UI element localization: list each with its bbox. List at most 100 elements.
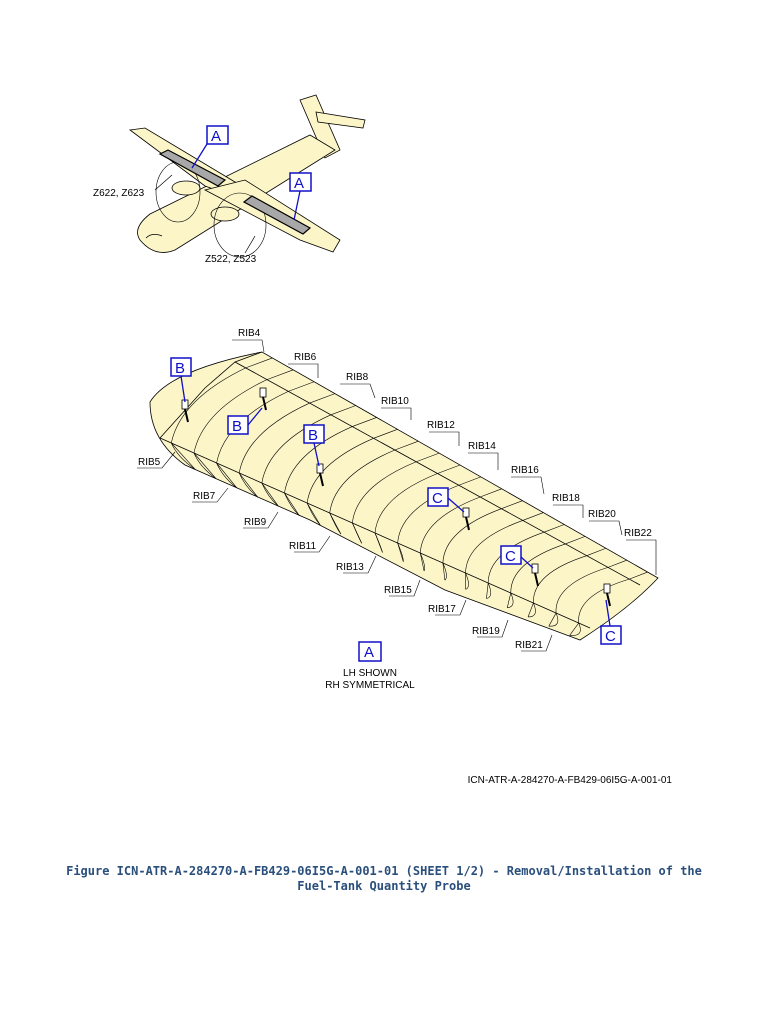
rib-label: RIB18 [552, 493, 580, 504]
fuel-quantity-probes [181, 387, 611, 607]
callout-b1-box [170, 357, 192, 377]
wing-rib [374, 464, 461, 553]
view-ref-box [358, 641, 382, 662]
wing-rib [397, 476, 481, 562]
wing-rib-lower [261, 482, 279, 507]
callout-a1-leader [191, 143, 208, 169]
callout-c3-box [600, 625, 622, 645]
rib-label: RIB16 [511, 465, 539, 476]
rib-label: RIB13 [336, 562, 364, 573]
wing-rib-lower [486, 582, 492, 599]
root-rib [159, 351, 263, 439]
rib-leader [343, 555, 377, 574]
wing-rib [569, 571, 648, 636]
rib-leader [340, 383, 376, 399]
caption-line-2: Fuel-Tank Quantity Probe [297, 879, 471, 893]
probe-head [462, 507, 470, 518]
rib-leader [381, 407, 412, 420]
left-nacelle [171, 180, 201, 196]
wing-rib [419, 488, 502, 571]
wing-rib [170, 357, 273, 470]
callout-c1-letter: C [432, 490, 443, 507]
callout-b2-leader [247, 407, 263, 426]
probe-tube [606, 592, 611, 607]
wing-rib [352, 452, 440, 544]
callout-b1-leader [180, 375, 186, 403]
rib-leader [468, 452, 499, 470]
probe-head [531, 563, 539, 574]
wing-rib [442, 500, 523, 581]
callout-b1-letter: B [175, 360, 185, 377]
callout-c1-box [427, 487, 449, 507]
probe-head [259, 387, 267, 398]
callout-b3-leader [313, 442, 320, 467]
wing-rib-lower [238, 472, 258, 498]
probe-callouts: B B B C C C [170, 357, 622, 645]
rib-leader [589, 520, 623, 536]
rib-leader [553, 504, 584, 518]
rib-leader [389, 579, 421, 597]
probe-head [316, 463, 324, 474]
wing-rib-lower [306, 502, 321, 526]
wing-rib [306, 429, 398, 526]
wing-rib-lower [397, 542, 404, 562]
figure-caption: Figure ICN-ATR-A-284270-A-FB429-06I5G-A-… [40, 864, 728, 894]
right-nacelle [210, 206, 240, 222]
wing-rib [261, 405, 356, 507]
rib-label: RIB21 [515, 640, 543, 651]
zone-left-label: Z622, Z623 [93, 188, 145, 199]
rib-leader [435, 599, 467, 616]
wing-rib [329, 440, 419, 535]
icn-code: ICN-ATR-A-284270-A-FB429-06I5G-A-001-01 [468, 775, 673, 786]
wing-rib-lower [216, 462, 238, 489]
wing-rib-lower [374, 532, 383, 553]
wing-rib [238, 393, 336, 498]
callout-b2-letter: B [232, 418, 242, 435]
wing-rib [193, 369, 294, 480]
callout-b3-box [303, 424, 325, 444]
wing-rib-lower [528, 602, 536, 618]
rib-leader [477, 619, 509, 638]
rib-label: RIB12 [427, 420, 455, 431]
aircraft-overview [128, 94, 366, 258]
zone-right-leader [244, 235, 256, 254]
rib-labels-top: RIB4 RIB6 RIB8 RIB10 RIB12 RIB14 RIB16 R… [238, 328, 652, 539]
view-ref-line1: LH SHOWN [343, 668, 397, 679]
wing-rib-lower [548, 612, 559, 627]
rib-label: RIB17 [428, 604, 456, 615]
rib-label: RIB20 [588, 509, 616, 520]
rib-label: RIB4 [238, 328, 261, 339]
wing-rib-lower [419, 552, 425, 572]
callout-a2-box [289, 172, 312, 192]
right-propeller-disc [213, 192, 267, 258]
rib-leader [626, 539, 657, 575]
rib-label: RIB7 [193, 491, 216, 502]
probe-tube [184, 408, 189, 423]
fuel-probe [462, 507, 470, 531]
rib-label: RIB19 [472, 626, 500, 637]
rib-label: RIB22 [624, 528, 652, 539]
wing-rib [548, 559, 627, 627]
zone-right-label: Z522, Z523 [205, 254, 257, 265]
rib-label: RIB15 [384, 585, 412, 596]
aircraft-callouts: A A Z622, Z623 Z522, Z523 [93, 125, 312, 265]
wing-rib [465, 512, 544, 590]
rib-label: RIB6 [294, 352, 317, 363]
rib-leader [511, 476, 545, 495]
probe-tube [465, 516, 470, 531]
rib-leader [137, 451, 176, 469]
right-fuel-tank-area [242, 195, 312, 235]
callout-c2-leader [520, 556, 534, 569]
wing-rib-lower [329, 512, 342, 535]
wing-rib [527, 547, 607, 618]
cockpit-window [145, 234, 163, 239]
callout-c3-leader [605, 599, 611, 627]
fuel-probe [531, 563, 539, 587]
view-reference: A LH SHOWN RH SYMMETRICAL [325, 641, 415, 691]
rib-label: RIB8 [346, 372, 369, 383]
callout-a1-letter: A [211, 128, 221, 145]
horizontal-stabilizer [315, 111, 366, 129]
callout-c2-letter: C [505, 548, 516, 565]
callout-b3-letter: B [308, 427, 318, 444]
